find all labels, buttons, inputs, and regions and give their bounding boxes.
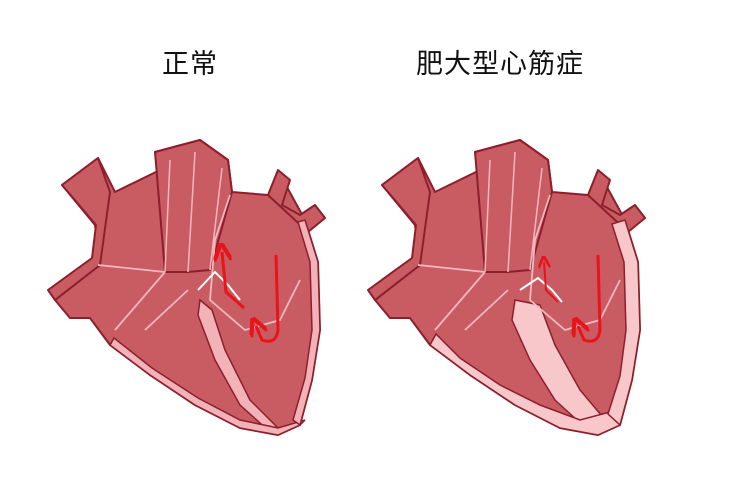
normal-aorta-lines bbox=[164, 151, 223, 273]
label-hypertrophic-cardiomyopathy: 肥大型心筋症 bbox=[416, 49, 584, 80]
normal-heart bbox=[47, 139, 326, 436]
normal-valve bbox=[197, 270, 241, 301]
normal-arrow-outflow bbox=[222, 252, 245, 310]
hcm-lv-wall bbox=[607, 219, 641, 427]
hcm-aorta-lines bbox=[484, 151, 543, 273]
hcm-aorta bbox=[474, 139, 553, 273]
hcm-heart bbox=[367, 139, 646, 436]
normal-pulmonary-vein-branch bbox=[267, 169, 326, 233]
normal-arrow-inflow bbox=[256, 254, 280, 343]
hcm-vena-cava bbox=[367, 157, 431, 301]
label-normal: 正常 bbox=[162, 49, 218, 80]
normal-lv-wall bbox=[292, 219, 321, 427]
normal-outer-wall bbox=[109, 336, 306, 436]
hcm-inner-lines bbox=[417, 194, 621, 331]
normal-aorta bbox=[154, 139, 233, 273]
hcm-arrow-outflow bbox=[544, 262, 559, 303]
hcm-arrow-inflow bbox=[578, 254, 602, 343]
normal-vena-cava bbox=[47, 157, 111, 301]
normal-inner-lines bbox=[97, 194, 301, 331]
hcm-pulmonary-vein-branch bbox=[587, 169, 646, 233]
